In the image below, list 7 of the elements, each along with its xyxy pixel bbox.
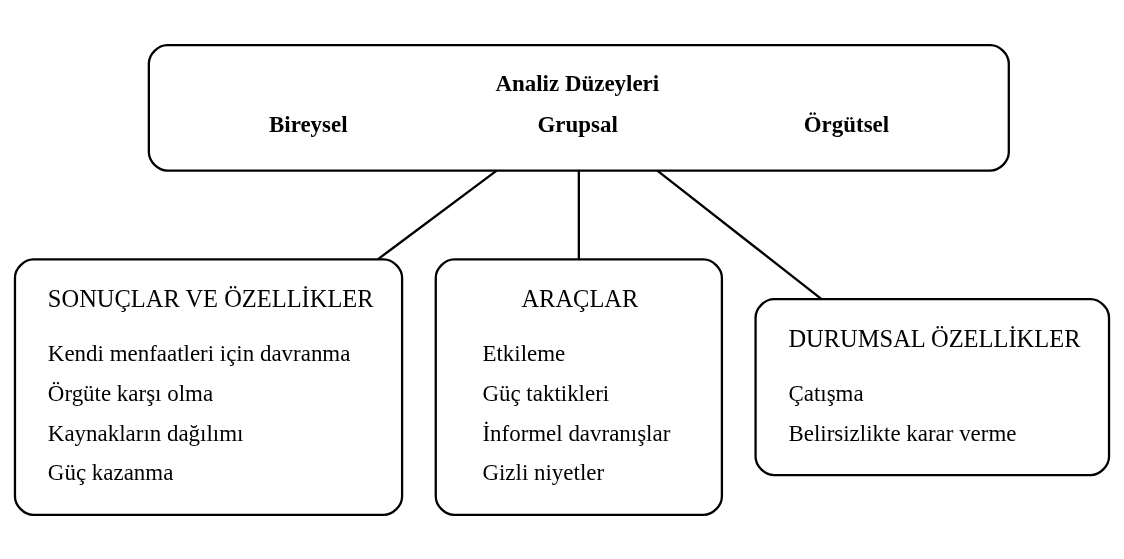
node-box: DURUMSAL ÖZELLİKLER Çatışma Belirsizlikte karar verme <box>754 297 1111 476</box>
connector <box>377 169 498 260</box>
connector <box>577 170 580 259</box>
connector <box>656 169 822 300</box>
node-box: Analiz Düzeyleri Bireysel Grupsal Örgütsel <box>147 43 1010 172</box>
node-box: ARAÇLAR Etkileme Güç taktikleri İnformel davranışlar Gizli niyetler <box>434 257 724 516</box>
node-box: SONUÇLAR VE ÖZELLİKLER Kendi menfaatleri için davranma Örgüte karşı olma Kaynakların dağılımı Güç kazanma <box>13 257 404 516</box>
